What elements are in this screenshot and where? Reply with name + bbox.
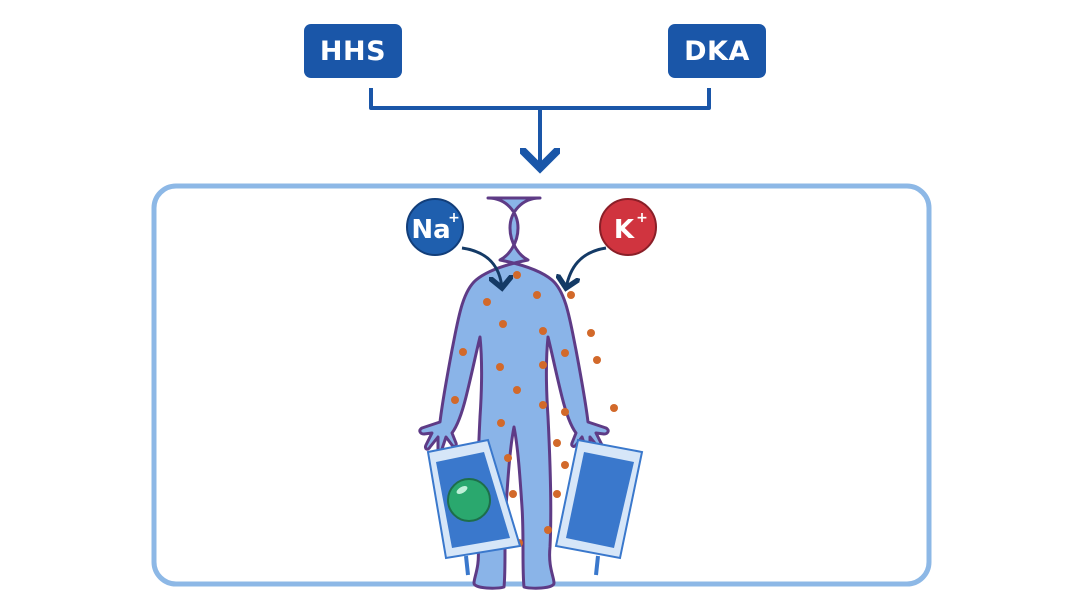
potassium-ion-icon: K + xyxy=(599,198,657,256)
sodium-arrow xyxy=(461,246,502,288)
particle-dots xyxy=(451,271,618,547)
potassium-arrow xyxy=(566,246,607,288)
dka-label: DKA xyxy=(668,24,766,78)
hhs-label: HHS xyxy=(304,24,402,78)
sodium-ion-icon: Na + xyxy=(406,198,464,256)
human-body-icon xyxy=(418,196,610,590)
glucose-ball-icon xyxy=(447,478,491,522)
sodium-charge: + xyxy=(448,210,460,226)
iv-bag-right-icon xyxy=(554,438,644,576)
potassium-charge: + xyxy=(636,210,648,226)
merge-bracket xyxy=(369,88,711,110)
sodium-label: Na xyxy=(411,215,450,245)
potassium-label: K xyxy=(614,215,635,245)
